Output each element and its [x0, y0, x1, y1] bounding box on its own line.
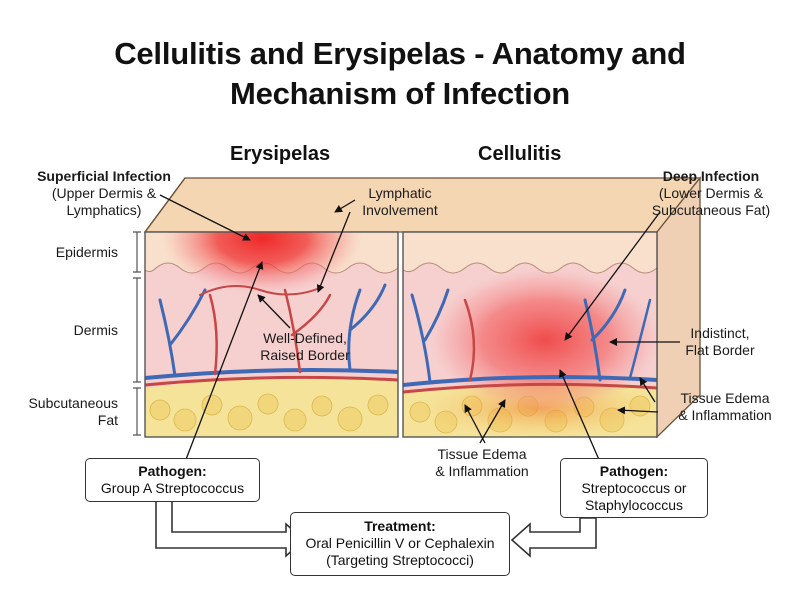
page-title: Cellulitis and Erysipelas - Anatomy and …	[0, 34, 800, 114]
pathogen-cellulitis-box: Pathogen: Streptococcus or Staphylococcu…	[560, 458, 708, 518]
annotation-well-defined-border: Well-Defined, Raised Border	[260, 330, 350, 363]
treatment-box: Treatment: Oral Penicillin V or Cephalex…	[290, 512, 510, 576]
annotation-indistinct-border: Indistinct, Flat Border	[685, 325, 755, 358]
cellulitis-heading: Cellulitis	[478, 143, 562, 165]
label-subcutaneous-fat: Subcutaneous Fat	[28, 395, 118, 428]
left-flow-arrow	[155, 497, 306, 558]
annotation-deep-infection: Deep Infection (Lower Dermis & Subcutane…	[651, 168, 771, 218]
label-dermis: Dermis	[73, 322, 118, 338]
right-flow-arrow	[510, 517, 597, 558]
label-epidermis: Epidermis	[55, 244, 118, 260]
erysipelas-heading: Erysipelas	[230, 143, 331, 165]
pathogen-erysipelas-box: Pathogen: Group A Streptococcus	[85, 458, 260, 502]
title-line-1: Cellulitis and Erysipelas - Anatomy and	[114, 36, 686, 71]
annotation-tissue-edema-center: Tissue Edema & Inflammation	[435, 446, 529, 479]
title-line-2: Mechanism of Infection	[229, 76, 571, 111]
annotation-superficial-infection: Superficial Infection (Upper Dermis & Ly…	[37, 168, 171, 218]
annotation-tissue-edema-right: Tissue Edema & Inflammation	[678, 390, 772, 423]
annotation-lymphatic-involvement: Lymphatic Involvement	[362, 185, 438, 218]
